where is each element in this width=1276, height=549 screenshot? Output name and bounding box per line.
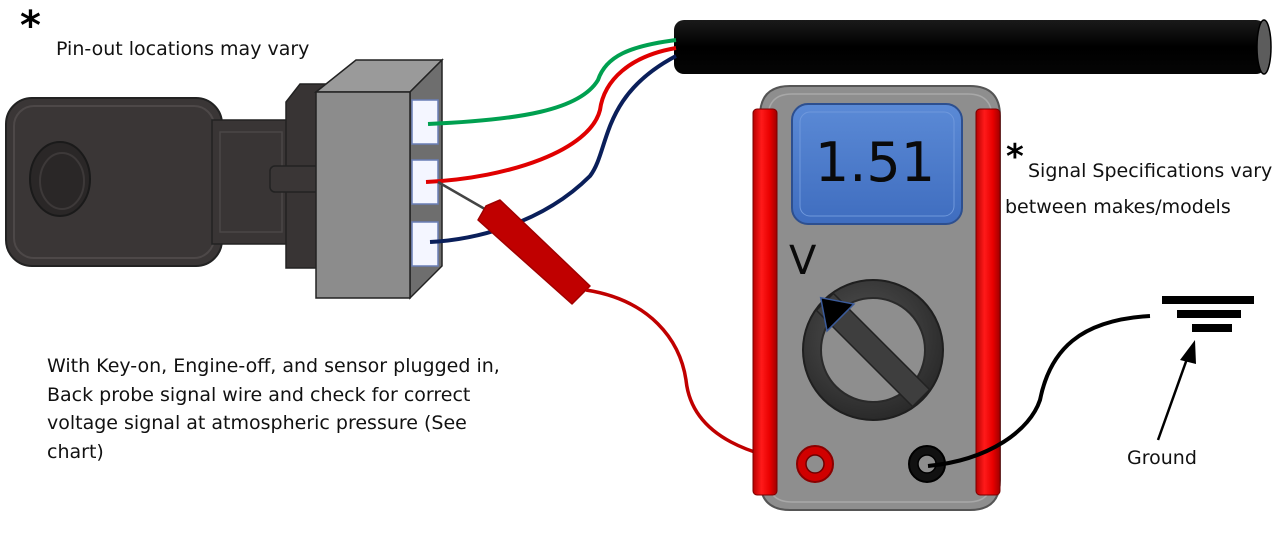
spec-asterisk: *	[1006, 137, 1024, 177]
ground-label: Ground	[1127, 447, 1197, 469]
ground-arrow-icon	[1156, 340, 1196, 441]
instructions-text: With Key-on, Engine-off, and sensor plug…	[47, 355, 500, 463]
selector-knob-icon[interactable]	[802, 279, 944, 421]
vomcom-jack-icon[interactable]	[796, 445, 834, 483]
spec-note-line1: Signal Specifications vary	[1028, 160, 1273, 182]
pinout-note: Pin-out locations may vary	[56, 38, 310, 60]
ground-lead	[927, 314, 1151, 468]
red-wire	[425, 46, 677, 184]
green-wire	[427, 38, 677, 126]
voltage-mode-label: V	[789, 238, 817, 284]
display-screen	[791, 103, 963, 225]
pin-3-icon	[411, 221, 439, 267]
sensor-icon	[5, 83, 331, 269]
spec-note-line2: between makes/models	[1005, 196, 1231, 218]
pinout-asterisk: *	[20, 3, 41, 49]
meter-reading: 1.51	[814, 131, 936, 194]
cable-icon	[674, 19, 1272, 75]
left-bumper	[752, 108, 778, 496]
blue-wire	[429, 54, 677, 244]
connector-icon	[313, 58, 444, 300]
ground-symbol-icon	[1162, 296, 1254, 332]
multimeter	[752, 85, 1001, 511]
back-probe-icon	[477, 199, 591, 305]
right-bumper	[975, 108, 1001, 496]
probe-needle	[437, 180, 491, 214]
